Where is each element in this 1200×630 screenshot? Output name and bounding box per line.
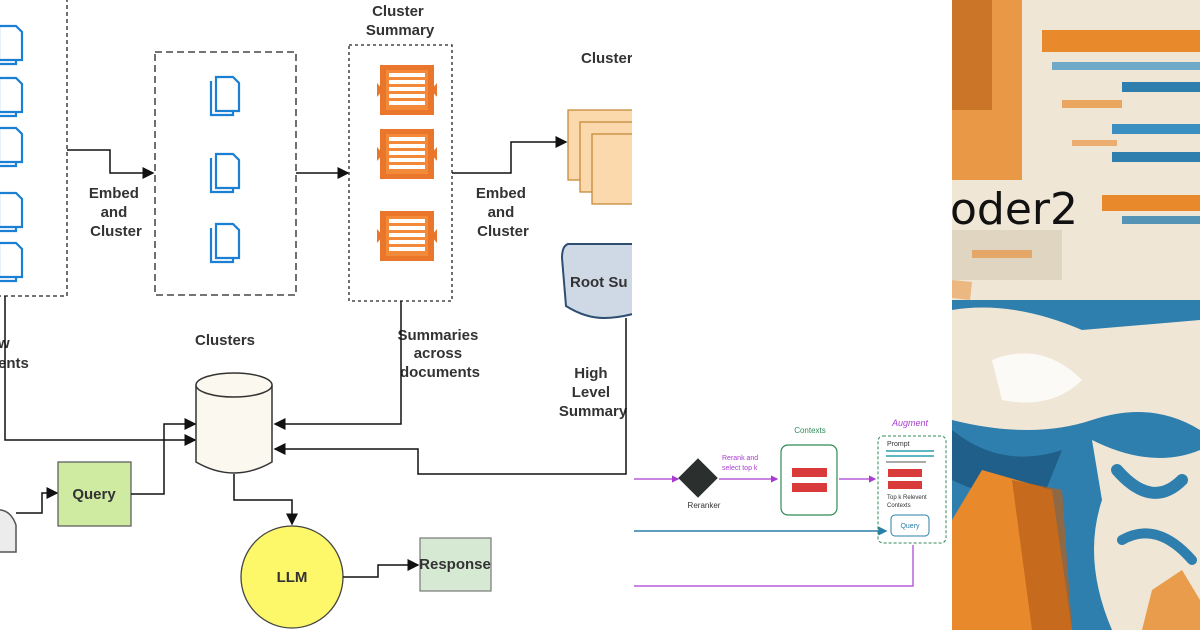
root-summary-shape xyxy=(560,243,632,320)
top-clusters-label: Cluster xyxy=(581,50,632,67)
summary-icon xyxy=(377,65,437,115)
summaries-across-label: documents xyxy=(400,364,480,381)
context-chunk xyxy=(792,483,827,492)
query-label: Query xyxy=(72,486,116,503)
documents-fragment-label: ents xyxy=(0,355,29,372)
llm-label: LLM xyxy=(277,569,308,586)
contexts-label: Contexts xyxy=(794,426,826,435)
summaries-across-label: across xyxy=(414,345,462,362)
database-icon xyxy=(195,372,273,474)
topk-text: Top k Relevent xyxy=(887,495,927,501)
svg-text:Embed and Cluster: Embed and Cluster xyxy=(476,185,530,240)
summaries-across-label: Summaries xyxy=(397,327,478,344)
svg-text:Summaries across docum: Summaries across documents xyxy=(397,327,482,381)
embed-cluster-label-2: Embed xyxy=(476,185,526,202)
svg-text:Embed and Cluster: Embed and Cluster xyxy=(89,185,143,240)
augment-chunk xyxy=(888,481,922,489)
clusters-box xyxy=(154,51,297,296)
rerank-text: Rerank and xyxy=(722,455,758,462)
cluster-summary-title: Cluster xyxy=(372,3,424,20)
embed-cluster-label-1: Cluster xyxy=(90,223,142,240)
banner-title: oder2 xyxy=(950,184,1079,235)
root-summary-label: Root Su xyxy=(570,274,628,291)
svg-text:Rerank and select top k: Rerank and select top k xyxy=(722,455,760,472)
high-level-summary-label: Level xyxy=(572,384,610,401)
embed-cluster-label-2: and xyxy=(488,204,515,221)
high-level-summary-label: High xyxy=(574,365,607,382)
response-label: Response xyxy=(419,556,491,573)
rerank-text: select top k xyxy=(722,465,758,472)
embed-cluster-label-2: Cluster xyxy=(477,223,529,240)
summary-icon xyxy=(377,211,437,261)
response-box xyxy=(419,537,492,592)
document-icon xyxy=(209,152,241,194)
document-icon xyxy=(0,126,24,168)
document-icon xyxy=(209,222,241,264)
topk-text: Contexts xyxy=(887,503,911,509)
reranker-label: Reranker xyxy=(688,501,721,510)
summary-icon xyxy=(377,129,437,179)
reranker-node xyxy=(678,458,718,498)
raptor-diagram: Embed and Cluster Cluster Summary Embed … xyxy=(0,0,632,629)
augment-label: Augment xyxy=(891,418,929,428)
augment-query-box xyxy=(890,514,930,537)
user-icon xyxy=(0,509,17,553)
augment-chunk xyxy=(888,469,922,477)
cluster-stack-icon xyxy=(567,109,632,205)
high-level-summary-label: Summary xyxy=(559,403,628,420)
clusters-db-label: Clusters xyxy=(195,332,255,349)
contexts-box xyxy=(780,444,838,516)
document-icon xyxy=(0,191,24,233)
prompt-label: Prompt xyxy=(887,441,910,448)
cluster-summary-title: Summary xyxy=(366,22,435,39)
svg-text:Cluster Summary: Cluster Summary xyxy=(366,3,435,39)
embed-cluster-label-1: Embed xyxy=(89,185,139,202)
embed-cluster-label-1: and xyxy=(101,204,128,221)
document-icon xyxy=(209,75,241,117)
document-icon xyxy=(0,76,24,118)
query-box xyxy=(57,461,132,527)
augment-query-label: Query xyxy=(900,523,920,530)
documents-box xyxy=(0,0,68,297)
svg-text:High Level Summary: High Level Summary xyxy=(559,365,628,420)
document-icon xyxy=(0,24,24,66)
rag-augment-diagram: Reranker Rerank and select top k Context… xyxy=(634,418,947,587)
banner-artwork xyxy=(952,0,1200,630)
context-chunk xyxy=(792,468,827,477)
document-icon xyxy=(0,241,24,283)
svg-text:Top k Relevent Contexts: Top k Relevent Contexts xyxy=(887,495,928,509)
